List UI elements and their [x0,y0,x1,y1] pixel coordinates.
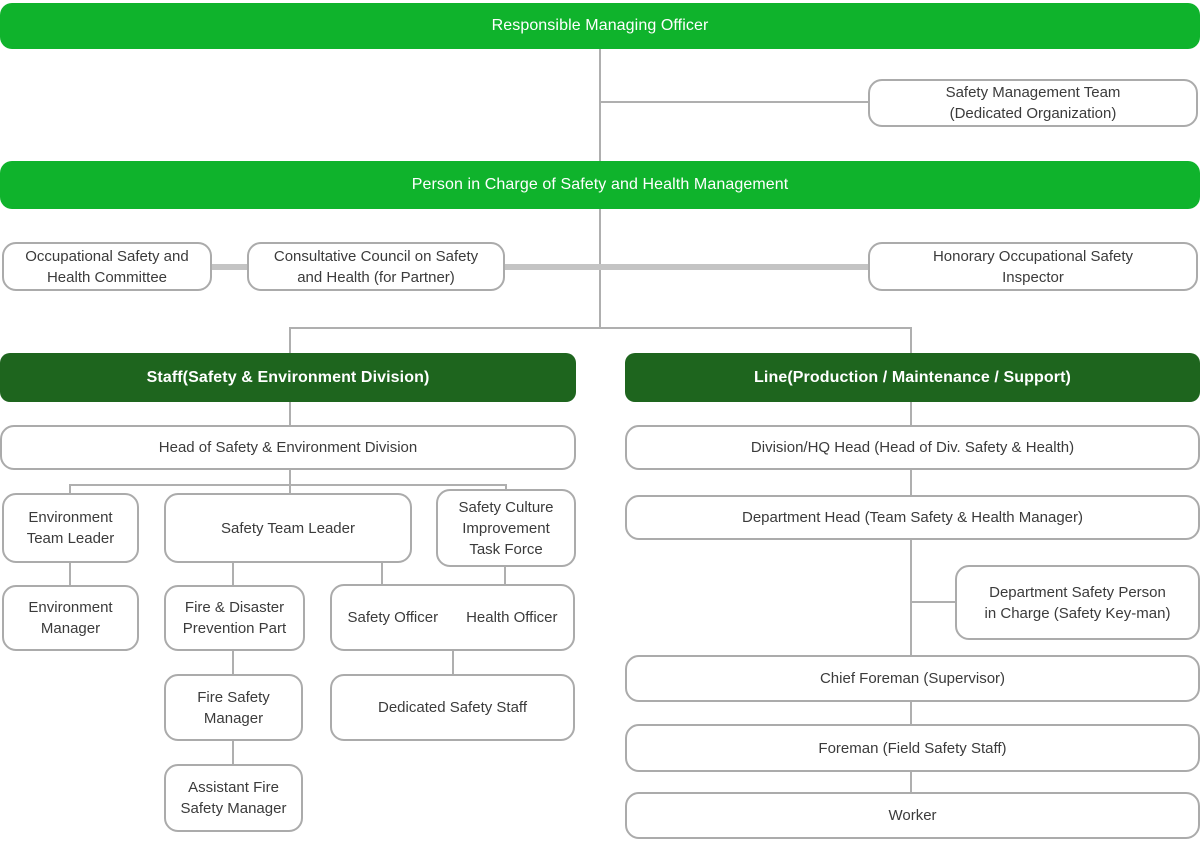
node-label: Department Head (Team Safety & Health Ma… [742,509,1083,526]
node-label: Assistant Fire [188,779,279,796]
node-label: Division/HQ Head (Head of Div. Safety & … [750,439,1075,456]
node-label: Inspector [1002,268,1064,286]
node-label: Honorary Occupational Safety [932,247,1134,265]
connector-stl-to-fire-disaster [232,563,234,585]
node-worker: Worker [625,792,1200,839]
connector-split-right-drop [910,327,912,353]
header-label: Staff(Safety & Environment Division) [146,368,430,386]
connector-envtl-to-env-manager [69,563,71,585]
node-label: Occupational Safety and [25,247,189,265]
connector-chief-to-foreman [910,702,912,724]
node-fire-disaster-prevention-part: Fire & Disaster Prevention Part [164,585,305,651]
node-label: Worker [888,807,937,824]
header-line-division: Line(Production / Maintenance / Support) [625,353,1200,402]
node-label: Manager [40,620,101,637]
connector-fdpp-to-fire-safety-manager [232,651,234,674]
node-fire-safety-manager: Fire Safety Manager [164,674,303,741]
node-safety-team-leader: Safety Team Leader [164,493,412,563]
node-environment-manager: Environment Manager [2,585,139,651]
header-staff-division: Staff(Safety & Environment Division) [0,353,576,402]
connector-officers-to-dedicated-staff [452,651,454,674]
bar-label: Responsible Managing Officer [491,17,709,34]
header-label: Line(Production / Maintenance / Support) [754,368,1071,386]
node-dedicated-safety-staff: Dedicated Safety Staff [330,674,575,741]
connector-top-spine [599,49,601,161]
node-label: in Charge (Safety Key-man) [984,604,1171,622]
node-label: Safety Manager [180,800,287,817]
node-label-safety-officer: Safety Officer [347,609,439,626]
node-label: Safety Culture [458,498,554,516]
connector-thick-council-inspector [505,264,868,270]
node-division-hq-head: Division/HQ Head (Head of Div. Safety & … [625,425,1200,470]
bar-label: Person in Charge of Safety and Health Ma… [411,176,789,193]
connector-split-left-drop [289,327,291,353]
node-label: Team Leader [26,530,115,547]
node-label: and Health (for Partner) [297,268,455,286]
connector-to-department-safety-person [911,601,957,603]
node-label: Manager [203,709,264,727]
node-label: Improvement [462,519,550,537]
connector-staff-header-to-head [289,402,291,425]
connector-stl-to-officers [381,563,383,584]
node-label: Health Committee [46,268,168,286]
connector-division-to-department [910,470,912,495]
node-safety-culture-task-force: Safety Culture Improvement Task Force [436,489,576,567]
node-safety-management-team: Safety Management Team (Dedicated Organi… [868,79,1198,127]
connector-split-horizontal [289,327,912,329]
connector-head-down [289,470,291,486]
connector-thick-committee-council [212,264,247,270]
node-label: Foreman (Field Safety Staff) [818,739,1007,757]
node-label: (Dedicated Organization) [949,105,1117,122]
connector-line-header-to-division [910,402,912,425]
node-label: Dedicated Safety Staff [378,699,527,716]
node-label: Chief Foreman (Supervisor) [819,670,1006,687]
node-label-health-officer: Health Officer [466,609,558,626]
connector-to-environment-team-leader [69,486,71,495]
node-label: Consultative Council on Safety [273,247,479,265]
node-assistant-fire-safety-manager: Assistant Fire Safety Manager [164,764,303,832]
connector-fsm-to-assistant [232,741,234,764]
node-environment-team-leader: Environment Team Leader [2,493,139,563]
node-label: Fire & Disaster [184,599,285,616]
node-label: Department Safety Person [989,583,1166,601]
bar-person-in-charge: Person in Charge of Safety and Health Ma… [0,161,1200,209]
node-label: Environment [28,599,113,616]
connector-to-safety-culture-tf [505,486,507,491]
connector-sctf-to-officers [504,567,506,584]
node-label: Safety Management Team [945,84,1121,101]
node-head-of-safety-environment-division: Head of Safety & Environment Division [0,425,576,470]
node-department-safety-person: Department Safety Person in Charge (Safe… [955,565,1200,640]
node-foreman: Foreman (Field Safety Staff) [625,724,1200,772]
connector-staff-row1-horizontal [69,484,507,486]
node-label: Task Force [469,540,543,558]
node-consultative-council: Consultative Council on Safety and Healt… [247,242,505,291]
node-label: Safety Team Leader [221,519,355,537]
node-honorary-inspector: Honorary Occupational Safety Inspector [868,242,1198,291]
connector-to-safety-management-team [600,101,868,103]
connector-department-to-chief-foreman [910,540,912,655]
node-safety-and-health-officers: Safety Officer Health Officer [330,584,575,651]
node-label: Environment [28,509,113,526]
node-chief-foreman: Chief Foreman (Supervisor) [625,655,1200,702]
node-occupational-safety-health-committee: Occupational Safety and Health Committee [2,242,212,291]
connector-to-safety-team-leader [289,486,291,495]
node-department-head: Department Head (Team Safety & Health Ma… [625,495,1200,540]
bar-responsible-managing-officer: Responsible Managing Officer [0,3,1200,49]
node-label: Prevention Part [182,620,287,637]
node-label: Head of Safety & Environment Division [158,439,418,456]
node-label: Fire Safety [197,688,270,706]
connector-foreman-to-worker [910,772,912,792]
